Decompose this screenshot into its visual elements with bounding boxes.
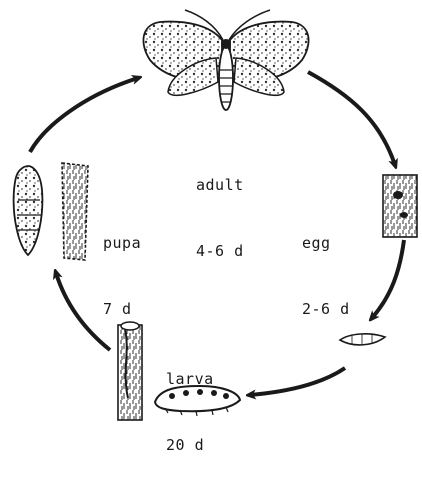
larva-stage-duration: 20 d bbox=[166, 434, 214, 456]
egg-stage-name: egg bbox=[302, 232, 350, 254]
adult-stage-label: adult 4-6 d bbox=[196, 130, 244, 306]
pupa-stage-name: pupa bbox=[103, 232, 141, 254]
egg-on-bark-illustration bbox=[383, 175, 417, 237]
pupa-stage-duration: 7 d bbox=[103, 298, 141, 320]
arrow-to-larva bbox=[250, 368, 345, 395]
adult-stage-name: adult bbox=[196, 174, 244, 196]
arrow-larva-to-pupa bbox=[56, 273, 110, 350]
pupal-case-illustration bbox=[62, 163, 88, 260]
adult-stage-duration: 4-6 d bbox=[196, 240, 244, 262]
egg-stage-label: egg 2-6 d bbox=[302, 188, 350, 364]
pupa-stage-label: pupa 7 d bbox=[103, 188, 141, 364]
arrow-egg-to-larva-egg bbox=[372, 240, 404, 318]
larva-stage-label: larva 20 d bbox=[166, 324, 214, 500]
moth-life-cycle-diagram: adult 4-6 d egg 2-6 d pupa 7 d larva 20 … bbox=[0, 0, 422, 421]
larva-stage-name: larva bbox=[166, 368, 214, 390]
adult-moth-illustration bbox=[143, 10, 308, 110]
arrow-adult-to-egg bbox=[308, 72, 395, 165]
pupa-illustration bbox=[14, 166, 43, 255]
arrow-pupa-to-adult bbox=[30, 78, 138, 152]
egg-stage-duration: 2-6 d bbox=[302, 298, 350, 320]
